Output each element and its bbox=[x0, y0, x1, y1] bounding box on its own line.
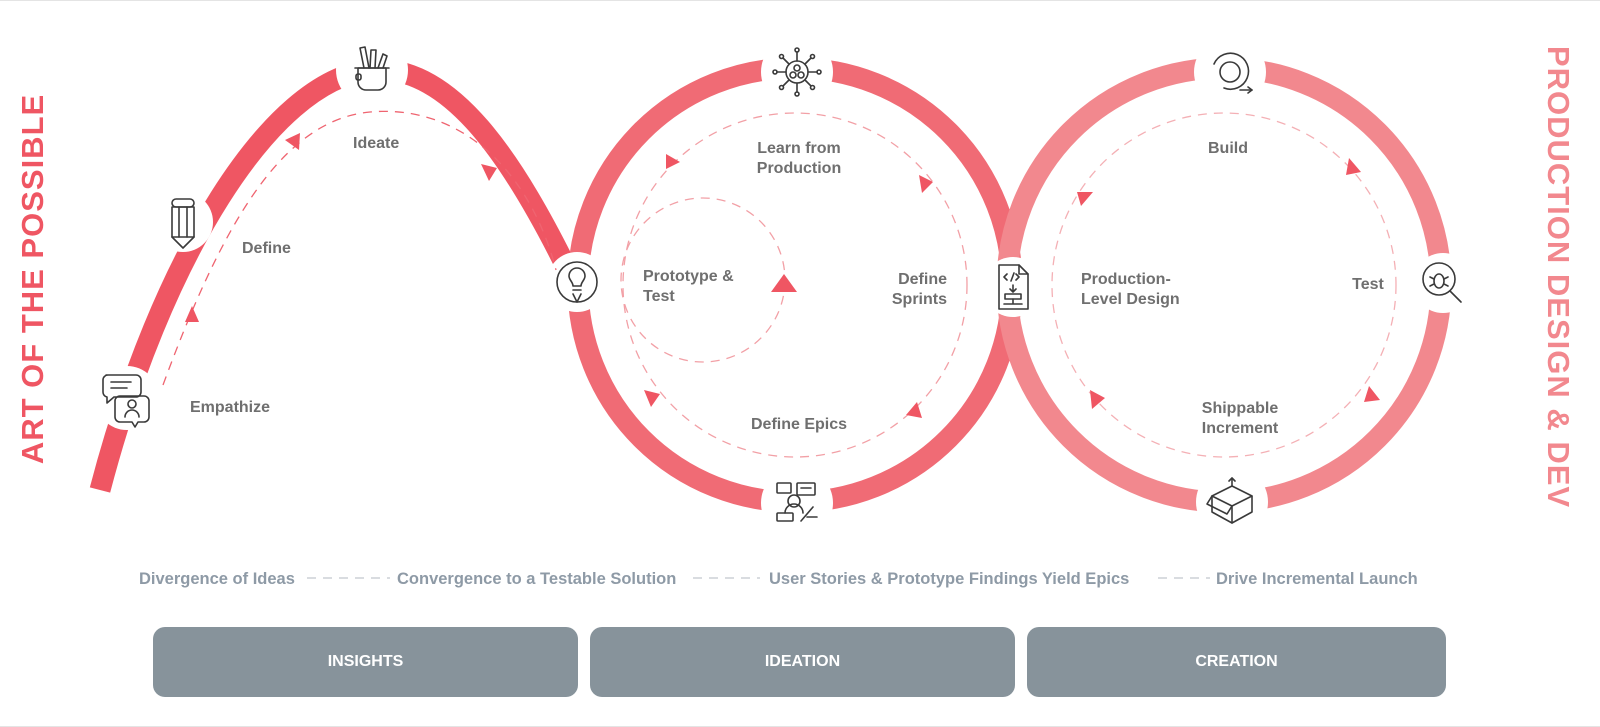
step-define: Define bbox=[242, 240, 291, 257]
phase-ideation: IDEATION bbox=[590, 627, 1015, 697]
step-prototype-line1: Prototype & bbox=[643, 268, 734, 285]
side-label-right: PRODUCTION DESIGN & DEV bbox=[1541, 46, 1576, 508]
step-define-epics: Define Epics bbox=[751, 416, 847, 433]
step-production-line1: Production- bbox=[1081, 271, 1171, 288]
step-learn-line2: Production bbox=[757, 160, 841, 177]
step-define-sprints-line2: Sprints bbox=[892, 291, 947, 308]
pencil-cup-icon bbox=[354, 46, 390, 91]
refresh-icon bbox=[1213, 52, 1253, 94]
pencil-icon bbox=[171, 198, 195, 249]
step-test: Test bbox=[1352, 276, 1384, 293]
step-production-line2: Level Design bbox=[1081, 291, 1180, 308]
step-prototype-line2: Test bbox=[643, 288, 675, 305]
step-shippable-line1: Shippable bbox=[1202, 400, 1279, 417]
code-file-icon bbox=[998, 264, 1029, 310]
chat-user-icon bbox=[102, 374, 150, 428]
step-learn-line1: Learn from bbox=[757, 140, 841, 157]
flow-incremental-launch: Drive Incremental Launch bbox=[1216, 570, 1418, 588]
flow-arrows bbox=[185, 133, 1380, 418]
lightbulb-pen-icon bbox=[556, 261, 598, 303]
flow-user-stories: User Stories & Prototype Findings Yield … bbox=[769, 570, 1129, 588]
step-shippable-line2: Increment bbox=[1202, 420, 1279, 437]
flow-divergence: Divergence of Ideas bbox=[139, 570, 295, 588]
phase-creation: CREATION bbox=[1027, 627, 1446, 697]
team-board-icon bbox=[776, 482, 818, 522]
insights-curve-band bbox=[89, 59, 585, 493]
step-build: Build bbox=[1208, 140, 1248, 157]
step-empathize: Empathize bbox=[190, 399, 270, 416]
step-define-sprints-line1: Define bbox=[898, 271, 947, 288]
flow-convergence: Convergence to a Testable Solution bbox=[397, 570, 676, 588]
side-label-left: ART OF THE POSSIBLE bbox=[15, 94, 50, 464]
step-ideate: Ideate bbox=[353, 135, 399, 152]
phase-insights: INSIGHTS bbox=[153, 627, 578, 697]
box-icon bbox=[1206, 477, 1253, 524]
network-icon bbox=[772, 47, 822, 97]
bug-search-icon bbox=[1422, 262, 1462, 303]
